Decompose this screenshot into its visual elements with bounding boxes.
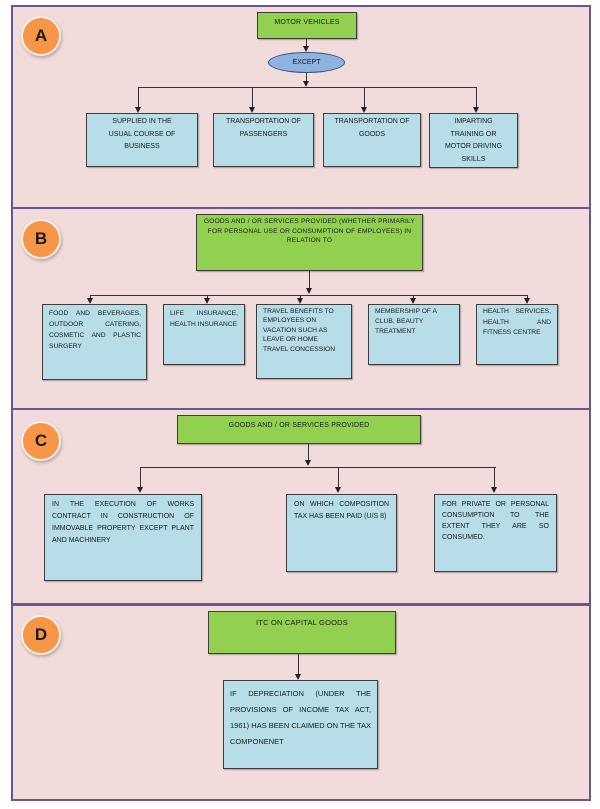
branch-drop: [476, 87, 477, 108]
section-d-item: IF DEPRECIATION (UNDER THE PROVISIONS OF…: [223, 680, 378, 769]
arrow-head: [137, 487, 143, 493]
section-c-badge: C: [21, 421, 61, 461]
branch-drop: [300, 295, 301, 299]
arrow-head: [135, 107, 141, 113]
section-b-item: HEALTH SERVICES, HEALTH AND FITNESS CENT…: [476, 304, 558, 365]
arrow-head: [410, 298, 416, 304]
section-b-badge: B: [21, 219, 61, 259]
arrow-head: [361, 107, 367, 113]
section-a-item: TRANSPORTATION OF GOODS: [323, 113, 421, 167]
arrow-head: [87, 298, 93, 304]
branch-drop: [364, 87, 365, 108]
section-a-badge: A: [21, 16, 61, 56]
branch-drop: [138, 87, 139, 108]
branch-line: [90, 295, 528, 296]
except-ellipse: EXCEPT: [268, 52, 345, 73]
branch-drop: [338, 467, 339, 488]
section-a-item: SUPPLIED IN THE USUAL COURSE OF BUSINESS: [86, 113, 198, 167]
arrow-head: [204, 298, 210, 304]
connector-line: [298, 654, 299, 675]
section-a: [11, 5, 591, 209]
arrow-head: [303, 46, 309, 52]
branch-drop: [207, 295, 208, 299]
branch-drop: [494, 467, 495, 488]
section-c-root-box: GOODS AND / OR SERVICES PROVIDED: [177, 415, 421, 444]
branch-line: [140, 467, 496, 468]
section-d-badge: D: [21, 615, 61, 655]
branch-drop: [252, 87, 253, 108]
arrow-head: [305, 460, 311, 466]
branch-line: [138, 87, 477, 88]
arrow-head: [524, 298, 530, 304]
section-c-item: IN THE EXECUTION OF WORKS CONTRACT IN CO…: [44, 494, 202, 581]
branch-drop: [140, 467, 141, 488]
arrow-head: [303, 81, 309, 87]
section-b-item: FOOD AND BEVERAGES, OUTDOOR CATERING, CO…: [42, 304, 147, 380]
arrow-head: [295, 674, 301, 680]
section-b-item: LIFE INSURANCE, HEALTH INSURANCE: [163, 304, 245, 365]
section-b-item: MEMBERSHIP OF A CLUB, BEAUTY TREATMENT: [368, 304, 460, 365]
section-a-item: TRANSPORTATION OF PASSENGERS: [213, 113, 314, 167]
branch-drop: [527, 295, 528, 299]
arrow-head: [306, 288, 312, 294]
section-a-root-box: MOTOR VEHICLES: [257, 12, 357, 39]
arrow-head: [297, 298, 303, 304]
connector-line: [309, 271, 310, 289]
arrow-head: [491, 487, 497, 493]
arrow-head: [249, 107, 255, 113]
arrow-head: [473, 107, 479, 113]
connector-line: [306, 39, 307, 47]
section-c-item: ON WHICH COMPOSITION TAX HAS BEEN PAID (…: [286, 494, 397, 572]
branch-drop: [90, 295, 91, 299]
connector-line: [306, 73, 307, 82]
section-b-root-box: GOODS AND / OR SERVICES PROVIDED (WHETHE…: [196, 214, 423, 271]
section-d-root-box: ITC ON CAPITAL GOODS: [208, 611, 396, 654]
arrow-head: [335, 487, 341, 493]
branch-drop: [413, 295, 414, 299]
section-c-item: FOR PRIVATE OR PERSONAL CONSUMPTION TO T…: [434, 494, 557, 572]
section-a-item: IMPARTING TRAINING OR MOTOR DRIVING SKIL…: [429, 113, 518, 168]
connector-line: [308, 444, 309, 461]
section-b-item: TRAVEL BENEFITS TO EMPLOYEES ON VACATION…: [256, 304, 352, 379]
